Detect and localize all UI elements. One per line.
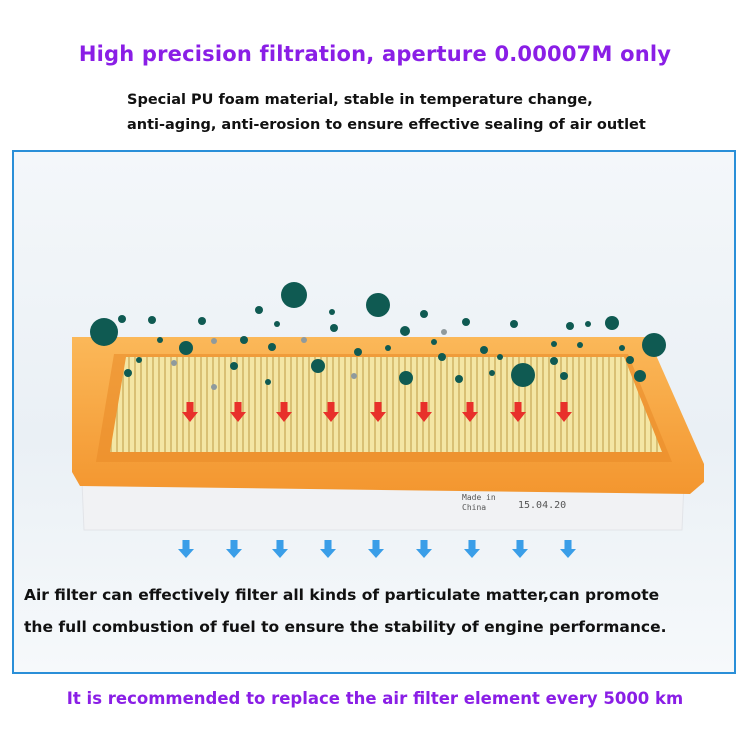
dust-particle [585,321,591,327]
dust-particle [255,306,263,314]
outflow-arrows [178,540,576,558]
dust-particle [329,309,335,315]
dust-particle [560,372,568,380]
dust-particle [274,321,280,327]
filter-label: Made in China 15.04.20 [462,493,566,512]
dust-particle [240,336,248,344]
dust-particle [455,375,463,383]
outflow-arrow [226,540,242,558]
inflow-arrow [182,402,198,422]
inflow-arrows [182,402,572,422]
dust-particle [211,384,217,390]
dust-particle [634,370,646,382]
dust-particle [626,356,634,364]
dust-particle [385,345,391,351]
china-text: China [462,503,486,512]
dust-particle [366,293,390,317]
dust-particle [268,343,276,351]
inflow-arrow [230,402,246,422]
dust-particle [551,341,557,347]
dust-particle [420,310,428,318]
inflow-arrow [323,402,339,422]
dust-particles [90,282,666,390]
dust-particle [399,371,413,385]
outflow-arrow [368,540,384,558]
dust-particle [351,373,357,379]
dust-particle [605,316,619,330]
description-line-2: the full combustion of fuel to ensure th… [24,618,667,636]
dust-particle [510,320,518,328]
dust-particle [438,353,446,361]
dust-particle [179,341,193,355]
dust-particle [354,348,362,356]
inflow-arrow [462,402,478,422]
outflow-arrow [272,540,288,558]
dust-particle [301,337,307,343]
outflow-arrow [512,540,528,558]
dust-particle [311,359,325,373]
outflow-arrow [560,540,576,558]
dust-particle [330,324,338,332]
dust-particle [550,357,558,365]
date-text: 15.04.20 [518,500,566,511]
dust-particle [441,329,447,335]
air-filter-illustration: Made in China 15.04.20 [72,282,704,558]
dust-particle [400,326,410,336]
dust-particle [462,318,470,326]
headline: High precision filtration, aperture 0.00… [78,42,672,66]
outflow-arrow [320,540,336,558]
footer-recommendation: It is recommended to replace the air fil… [66,689,684,708]
subheading-line-2: anti-aging, anti-erosion to ensure effec… [127,117,646,133]
outflow-arrow [416,540,432,558]
dust-particle [90,318,118,346]
dust-particle [148,316,156,324]
inflow-arrow [370,402,386,422]
dust-particle [566,322,574,330]
inflow-arrow [556,402,572,422]
dust-particle [230,362,238,370]
dust-particle [171,360,177,366]
made-in-text: Made in [462,493,496,502]
dust-particle [136,357,142,363]
outflow-arrow [178,540,194,558]
dust-particle [489,370,495,376]
dust-particle [265,379,271,385]
dust-particle [431,339,437,345]
dust-particle [577,342,583,348]
dust-particle [497,354,503,360]
dust-particle [281,282,307,308]
dust-particle [198,317,206,325]
dust-particle [642,333,666,357]
dust-particle [619,345,625,351]
dust-particle [480,346,488,354]
product-illustration-frame: Made in China 15.04.20 Air filter can ef… [12,150,736,674]
dust-particle [211,338,217,344]
dust-particle [157,337,163,343]
dust-particle [124,369,132,377]
subheading-line-1: Special PU foam material, stable in temp… [127,92,593,108]
description-line-1: Air filter can effectively filter all ki… [24,586,660,604]
inflow-arrow [276,402,292,422]
outflow-arrow [464,540,480,558]
dust-particle [511,363,535,387]
inflow-arrow [510,402,526,422]
inflow-arrow [416,402,432,422]
dust-particle [118,315,126,323]
